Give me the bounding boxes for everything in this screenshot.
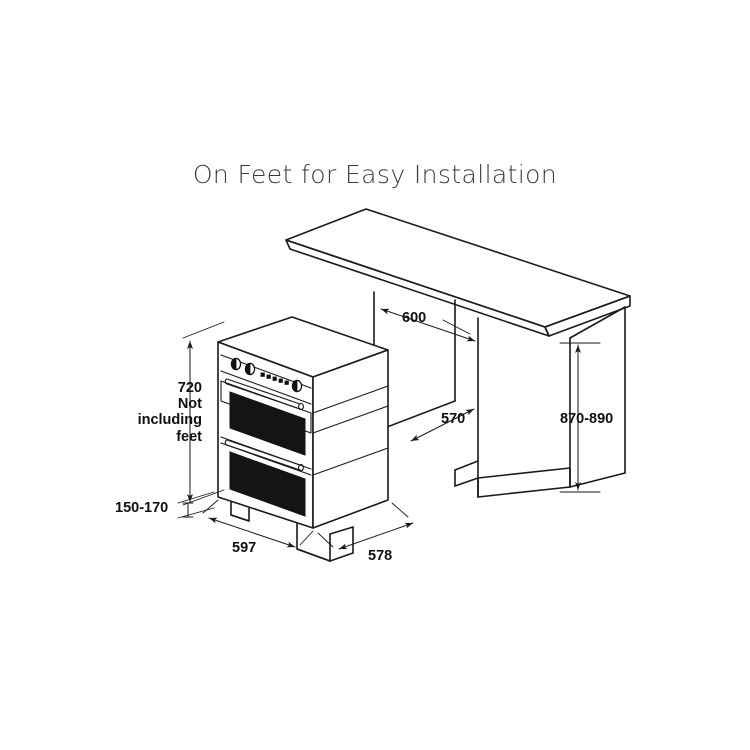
oven-door-lower[interactable] xyxy=(220,439,312,517)
oven-door-upper[interactable] xyxy=(220,378,312,470)
dimension-label-570: 570 xyxy=(441,411,466,427)
oven-control-panel xyxy=(220,354,312,405)
page-title: On Feet for Easy Installation xyxy=(192,160,558,189)
dimension-870-890 xyxy=(559,342,601,493)
oven-feet xyxy=(230,501,354,562)
control-button-row[interactable] xyxy=(260,372,289,385)
dimension-600 xyxy=(380,308,476,342)
dimension-label-578: 578 xyxy=(368,548,393,564)
dimension-label-597: 597 xyxy=(232,540,257,556)
worktop xyxy=(285,208,631,337)
dimension-597 xyxy=(202,499,314,548)
dimension-label-870-890: 870-890 xyxy=(560,411,614,427)
control-knob-1[interactable] xyxy=(230,357,242,371)
dimension-label-150-170: 150-170 xyxy=(115,500,169,516)
dimension-150-170 xyxy=(177,491,215,519)
dimension-578 xyxy=(317,502,414,550)
oven-side-seams xyxy=(312,385,389,476)
control-knob-2[interactable] xyxy=(244,362,256,376)
dimension-570 xyxy=(410,408,475,442)
control-knob-3[interactable] xyxy=(291,379,303,393)
dimension-label-600: 600 xyxy=(402,310,427,326)
